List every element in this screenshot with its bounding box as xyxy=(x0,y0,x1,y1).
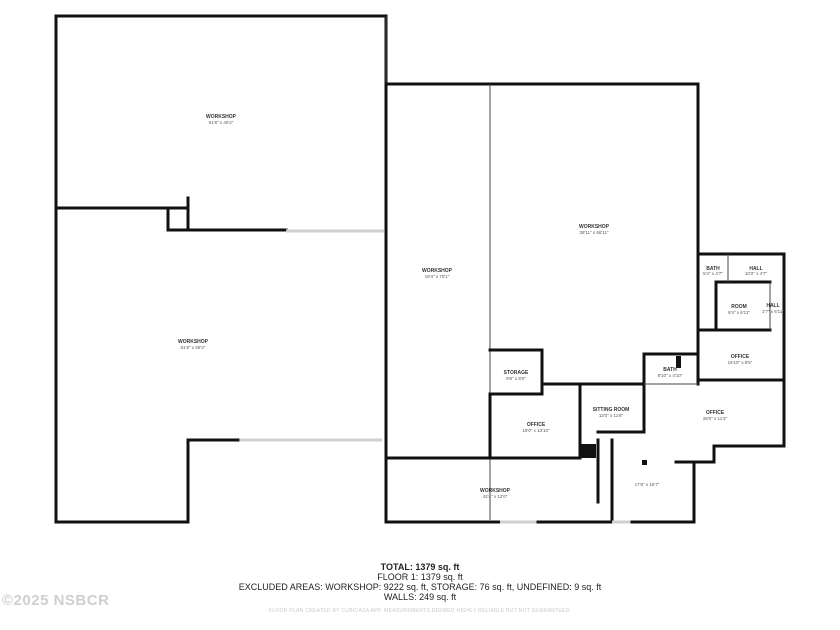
svg-text:BATH: BATH xyxy=(663,367,677,373)
svg-text:12'0" x 11'6": 12'0" x 11'6" xyxy=(599,413,624,418)
floor-area: FLOOR 1: 1379 sq. ft xyxy=(377,572,463,582)
room-workshop-1: WORKSHOP 61'8" x 40'2" xyxy=(206,114,237,125)
svg-text:17'8" x 16'7": 17'8" x 16'7" xyxy=(635,482,660,487)
svg-text:61'8" x 40'2": 61'8" x 40'2" xyxy=(209,120,234,125)
svg-text:38'11" x 56'11": 38'11" x 56'11" xyxy=(579,230,608,235)
room-storage-1: STORAGE 9'8" x 8'0" xyxy=(504,370,529,381)
svg-text:ROOM: ROOM xyxy=(731,304,747,310)
room-bath-1: BATH 5'4" x 4'7" xyxy=(703,266,723,276)
svg-text:42'4" x 12'0": 42'4" x 12'0" xyxy=(483,494,508,499)
room-undefined-1: 17'8" x 16'7" xyxy=(635,482,660,487)
svg-text:OFFICE: OFFICE xyxy=(731,354,750,360)
walls-right-block xyxy=(644,252,786,464)
total-area: TOTAL: 1379 sq. ft xyxy=(380,562,460,572)
svg-text:WORKSHOP: WORKSHOP xyxy=(206,114,237,120)
svg-text:18'0" x 13'10": 18'0" x 13'10" xyxy=(522,428,550,433)
svg-text:61'8" x 59'3": 61'8" x 59'3" xyxy=(181,345,206,350)
svg-text:HALL: HALL xyxy=(749,266,762,272)
excluded-areas: EXCLUDED AREAS: WORKSHOP: 9222 sq. ft, S… xyxy=(238,582,602,592)
room-hall-1: HALL 10'2" x 4'7" xyxy=(745,266,768,276)
svg-text:15'10" x 8'5": 15'10" x 8'5" xyxy=(728,360,753,365)
room-room-1: ROOM 8'4" x 6'11" xyxy=(728,304,750,315)
svg-text:WORKSHOP: WORKSHOP xyxy=(480,488,511,494)
svg-text:10'2" x 4'7": 10'2" x 4'7" xyxy=(745,271,768,276)
svg-text:BATH: BATH xyxy=(706,266,720,272)
watermark: ©2025 NSBCR xyxy=(2,592,110,609)
svg-text:8'4" x 6'11": 8'4" x 6'11" xyxy=(728,310,750,315)
room-sitting-room: SITTING ROOM 12'0" x 11'6" xyxy=(593,407,630,418)
room-workshop-3: WORKSHOP 19'4" x 70'1" xyxy=(422,268,453,279)
svg-text:8'10" x 4'10": 8'10" x 4'10" xyxy=(658,373,683,378)
room-office-1: OFFICE 15'10" x 8'5" xyxy=(728,354,753,365)
svg-text:WORKSHOP: WORKSHOP xyxy=(579,224,610,230)
room-office-3: OFFICE 26'0" x 11'3" xyxy=(703,410,728,421)
svg-text:26'0" x 11'3": 26'0" x 11'3" xyxy=(703,416,728,421)
walls-area: WALLS: 249 sq. ft xyxy=(383,592,457,602)
svg-text:WORKSHOP: WORKSHOP xyxy=(422,268,453,274)
room-workshop-5: WORKSHOP 42'4" x 12'0" xyxy=(480,488,511,499)
walls-center-block xyxy=(384,82,700,524)
svg-text:WORKSHOP: WORKSHOP xyxy=(178,339,209,345)
svg-text:OFFICE: OFFICE xyxy=(527,422,546,428)
room-office-2: OFFICE 18'0" x 13'10" xyxy=(522,422,550,433)
svg-text:5'4" x 4'7": 5'4" x 4'7" xyxy=(703,271,723,276)
walls-left-block xyxy=(54,14,388,524)
room-hall-2: HALL 2'7" x 6'11" xyxy=(762,303,784,314)
room-workshop-4: WORKSHOP 38'11" x 56'11" xyxy=(579,224,610,235)
svg-text:HALL: HALL xyxy=(766,303,779,309)
room-workshop-2: WORKSHOP 61'8" x 59'3" xyxy=(178,339,209,350)
svg-text:OFFICE: OFFICE xyxy=(706,410,725,416)
svg-text:19'4" x 70'1": 19'4" x 70'1" xyxy=(425,274,450,279)
svg-text:SITTING ROOM: SITTING ROOM xyxy=(593,407,630,413)
room-bath-2: BATH 8'10" x 4'10" xyxy=(658,367,683,378)
svg-text:STORAGE: STORAGE xyxy=(504,370,529,376)
svg-text:9'8" x 8'0": 9'8" x 8'0" xyxy=(506,376,526,381)
disclaimer: FLOOR PLAN CREATED BY CUBICASA APP. MEAS… xyxy=(268,608,572,614)
svg-text:2'7" x 6'11": 2'7" x 6'11" xyxy=(762,309,784,314)
